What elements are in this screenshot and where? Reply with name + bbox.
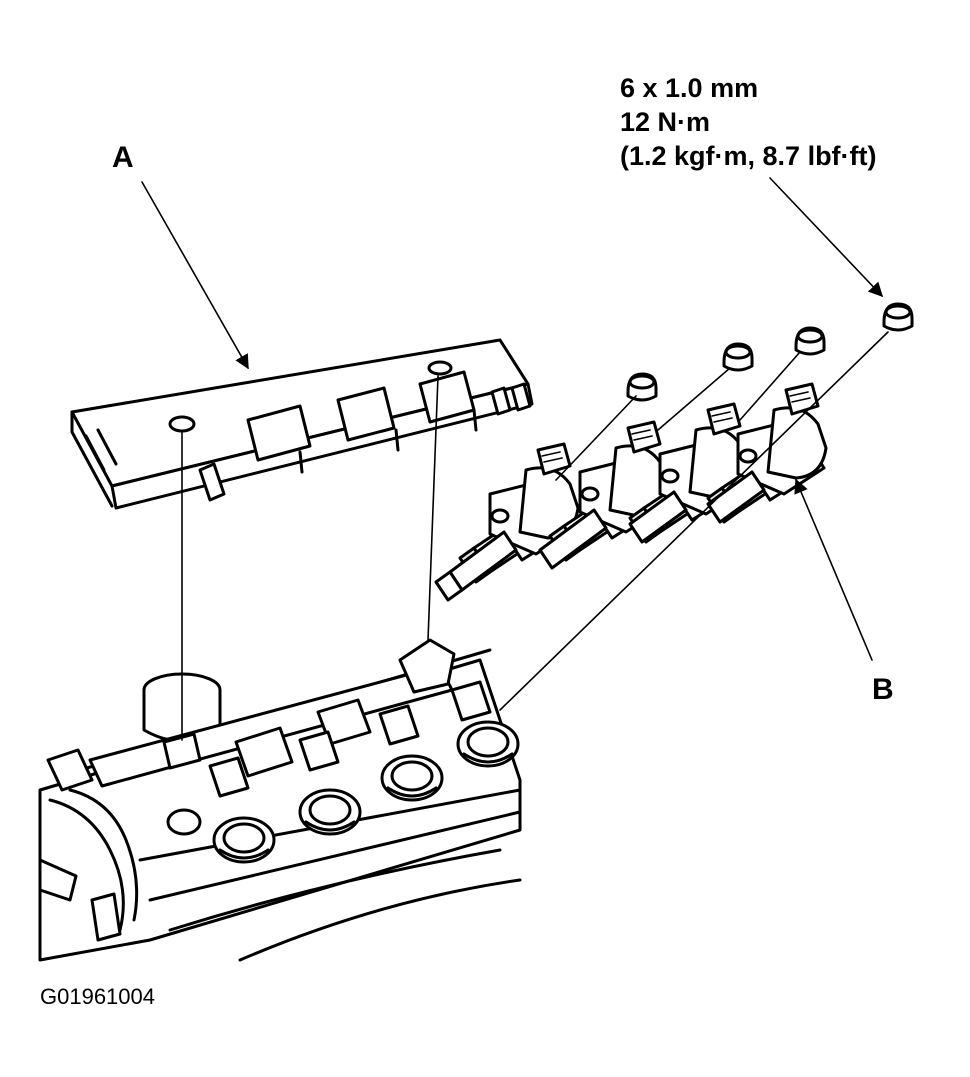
ignition-coil-cover — [70, 338, 534, 510]
ignition-coil-set — [434, 382, 828, 602]
leader-arrow-b — [794, 478, 873, 661]
coil-bolt — [626, 372, 658, 402]
torque-value: 12 N·m — [620, 107, 711, 137]
alignment-lines — [181, 331, 889, 741]
ignition-coil — [628, 402, 750, 544]
coil-bolt — [722, 342, 754, 372]
callout-a: A — [112, 141, 134, 174]
cylinder-head — [38, 638, 522, 962]
leader-arrow-spec — [769, 177, 883, 298]
leader-arrow-a — [141, 181, 249, 370]
ignition-coil — [434, 442, 580, 602]
coil-bolt — [882, 302, 914, 332]
ignition-coil — [538, 420, 670, 570]
callout-b: B — [872, 673, 894, 706]
fastener-size: 6 x 1.0 mm — [620, 73, 759, 103]
torque-alt-units: (1.2 kgf·m, 8.7 lbf·ft) — [620, 141, 877, 171]
figure-id: G01961004 — [40, 984, 155, 1009]
coil-bolt — [794, 326, 826, 356]
